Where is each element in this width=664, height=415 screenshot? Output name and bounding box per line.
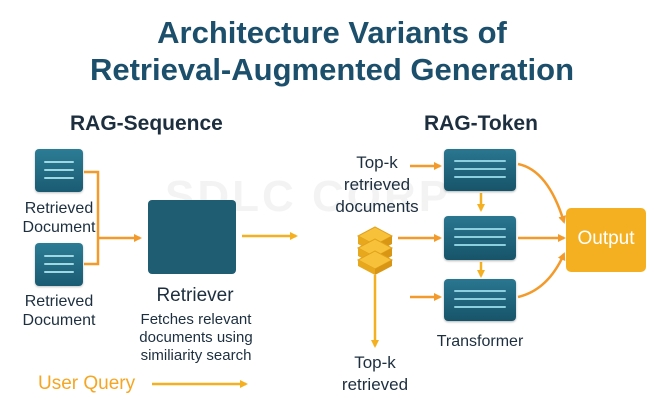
topk-bottom-line-1: Top-k [354,353,396,372]
transformer-block-3 [444,279,516,321]
stack-icon [356,226,394,275]
retriever-block [148,200,236,274]
retriever-description: Fetches relevant documents using similia… [116,311,276,365]
rag-token-heading: RAG-Token [424,112,538,135]
doc-2-label: Retrieved Document [10,292,108,330]
diagram-title-line-2: Retrieval-Augmented Generation [89,52,575,87]
topk-bottom-line-2: retrieved [341,375,409,394]
document-icon-1 [35,149,83,192]
arrow-block-3-to-output [517,252,566,299]
topk-docs-line-3: documents [335,197,419,216]
doc-1-label-line-2: Document [22,219,96,236]
doc-2-label-line-2: Document [22,312,96,329]
transformer-label: Transformer [436,333,524,350]
retriever-desc-line-1: Fetches relevant [140,311,252,328]
transformer-block-1 [444,149,516,191]
doc-bracket [84,170,100,266]
doc-2-label-line-1: Retrieved [24,293,94,310]
user-query-label: User Query [38,373,136,394]
retriever-desc-line-3: similiarity search [140,347,252,364]
transformer-block-2 [444,216,516,260]
topk-retrieved-bottom-label: Top-k retrieved [320,352,430,396]
retriever-title: Retriever [156,285,234,306]
output-box: Output [566,208,646,272]
doc-1-label: Retrieved Document [10,199,108,237]
rag-sequence-heading: RAG-Sequence [70,112,223,135]
arrow-block-1-to-output [517,162,567,224]
topk-docs-line-2: retrieved [343,175,411,194]
diagram-title-line-1: Architecture Variants of [157,15,507,50]
doc-1-label-line-1: Retrieved [24,200,94,217]
document-icon-2 [35,243,83,286]
retriever-desc-line-2: documents using [139,329,253,346]
topk-documents-label: Top-k retrieved documents [318,152,436,218]
topk-docs-line-1: Top-k [356,153,398,172]
